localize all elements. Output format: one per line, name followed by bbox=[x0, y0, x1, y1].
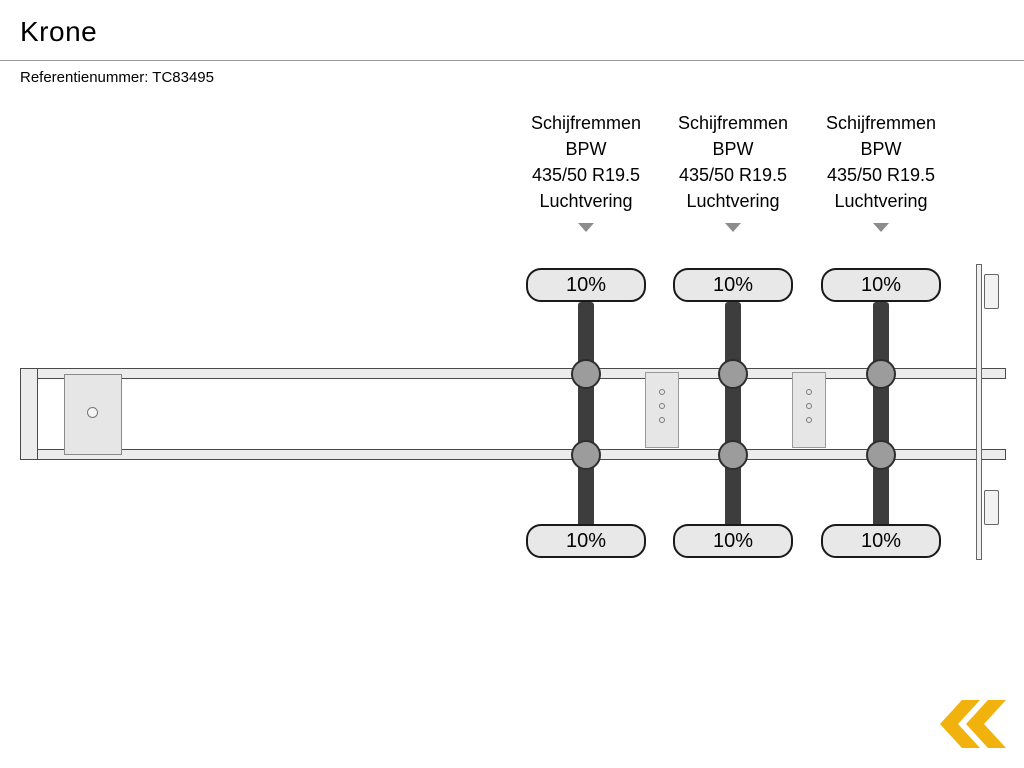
suspension-label: Luchtvering bbox=[834, 191, 928, 211]
tire-wear-badge[interactable]: 10% bbox=[526, 524, 646, 558]
axle-bar bbox=[578, 302, 594, 530]
chassis-rail-bottom bbox=[20, 449, 1006, 460]
axle-2-spec-column: Schijfremmen BPW 435/50 R19.5 Luchtverin… bbox=[658, 110, 808, 232]
tire-size-label: 435/50 R19.5 bbox=[531, 165, 641, 185]
chevron-down-icon[interactable] bbox=[578, 223, 594, 232]
brake-type-label: Schijfremmen bbox=[530, 113, 642, 133]
kingpin-plate bbox=[64, 374, 122, 455]
header-divider bbox=[0, 60, 1024, 61]
wheel-hub bbox=[866, 440, 896, 470]
suspension-label: Luchtvering bbox=[539, 191, 633, 211]
chevron-left-icon bbox=[966, 700, 1006, 748]
axle-bar bbox=[873, 302, 889, 530]
rear-light-bottom bbox=[984, 490, 999, 525]
chassis-front-cap bbox=[20, 368, 38, 460]
axle-brand-label: BPW bbox=[860, 139, 902, 159]
tire-wear-badge[interactable]: 10% bbox=[673, 524, 793, 558]
brake-type-label: Schijfremmen bbox=[677, 113, 789, 133]
chevron-down-icon[interactable] bbox=[725, 223, 741, 232]
tire-wear-badge[interactable]: 10% bbox=[821, 524, 941, 558]
axle-bar bbox=[725, 302, 741, 530]
page-title: Krone bbox=[20, 16, 98, 47]
chevron-left-icon bbox=[940, 700, 980, 748]
wheel-hub bbox=[718, 440, 748, 470]
tire-size-label: 435/50 R19.5 bbox=[826, 165, 936, 185]
wheel-hub bbox=[718, 359, 748, 389]
suspension-bracket bbox=[792, 372, 826, 448]
wheel-hub bbox=[866, 359, 896, 389]
tire-wear-badge[interactable]: 10% bbox=[526, 268, 646, 302]
tire-wear-badge[interactable]: 10% bbox=[673, 268, 793, 302]
rear-light-top bbox=[984, 274, 999, 309]
axle-1-spec-column: Schijfremmen BPW 435/50 R19.5 Luchtverin… bbox=[511, 110, 661, 232]
wheel-hub bbox=[571, 440, 601, 470]
tire-size-label: 435/50 R19.5 bbox=[678, 165, 788, 185]
tire-wear-badge[interactable]: 10% bbox=[821, 268, 941, 302]
axle-3-spec-column: Schijfremmen BPW 435/50 R19.5 Luchtverin… bbox=[806, 110, 956, 232]
rear-bumper-bar bbox=[976, 264, 982, 560]
reference-number: Referentienummer: TC83495 bbox=[20, 69, 214, 86]
wheel-hub bbox=[571, 359, 601, 389]
axle-brand-label: BPW bbox=[712, 139, 754, 159]
axle-brand-label: BPW bbox=[565, 139, 607, 159]
chevron-down-icon[interactable] bbox=[873, 223, 889, 232]
suspension-label: Luchtvering bbox=[686, 191, 780, 211]
brake-type-label: Schijfremmen bbox=[825, 113, 937, 133]
suspension-bracket bbox=[645, 372, 679, 448]
chassis-rail-top bbox=[20, 368, 1006, 379]
brand-double-chevron-logo bbox=[940, 700, 1006, 748]
kingpin-circle bbox=[87, 407, 98, 418]
